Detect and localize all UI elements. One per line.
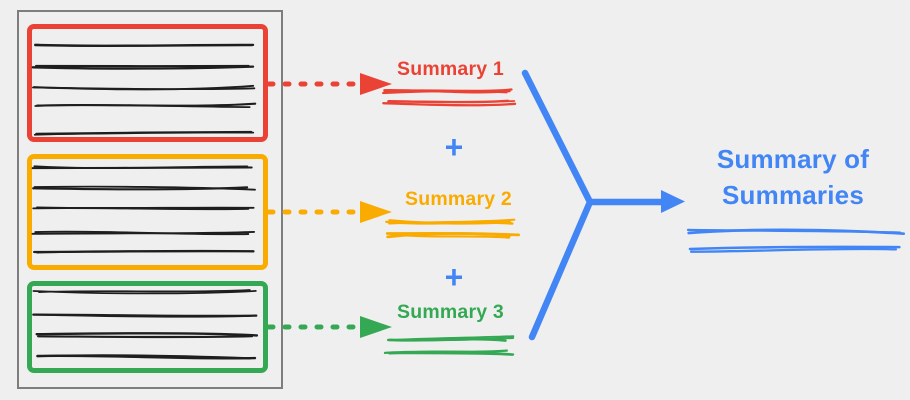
document-section-3 xyxy=(27,281,268,373)
result-scribble xyxy=(686,228,906,253)
source-document xyxy=(17,10,283,389)
summary-3-label: Summary 3 xyxy=(397,301,504,323)
plus-sign-2: + xyxy=(444,259,464,295)
result-label: Summary of Summaries xyxy=(716,144,870,211)
summary-1-scribble xyxy=(382,88,517,107)
summary-3-scribble xyxy=(383,335,515,356)
section-2-text-scribble xyxy=(31,165,256,254)
summary-1-label: Summary 1 xyxy=(397,58,504,80)
section-3-to-summary-arrow xyxy=(266,316,392,338)
section-2-to-summary-arrow xyxy=(266,201,392,223)
plus-sign-1: + xyxy=(444,129,464,165)
section-3-text-scribble xyxy=(32,289,259,360)
document-section-2 xyxy=(27,154,268,270)
merge-arrow xyxy=(521,69,685,341)
summary-2-scribble xyxy=(385,218,520,239)
document-section-1 xyxy=(27,24,268,142)
section-1-to-summary-arrow xyxy=(266,73,392,95)
section-1-text-scribble xyxy=(31,43,257,136)
summary-2-label: Summary 2 xyxy=(405,188,512,210)
